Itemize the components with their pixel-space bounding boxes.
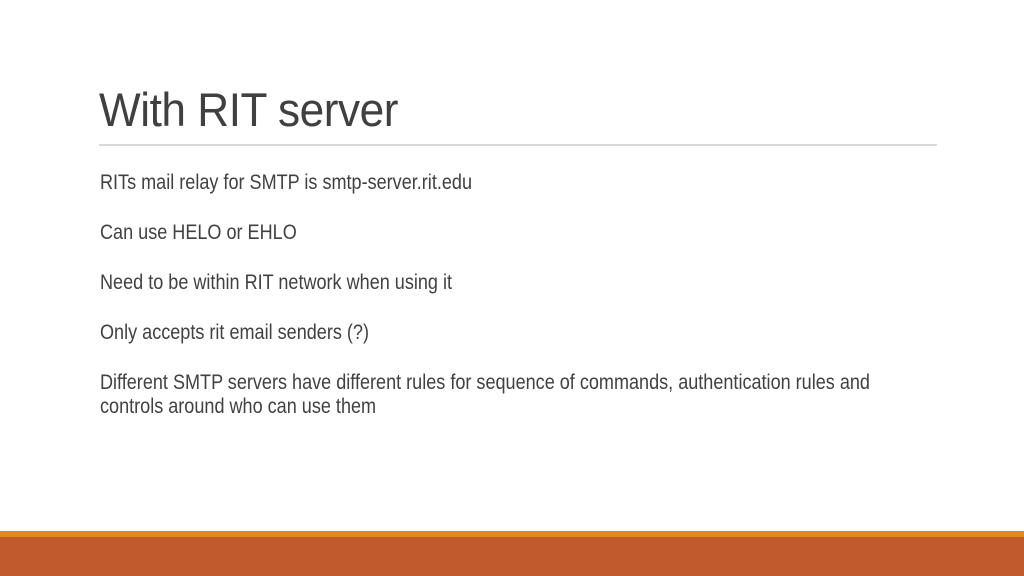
body-line-mail-relay: RITs mail relay for SMTP is smtp-server.… [100,170,472,194]
footer-band [0,537,1024,576]
slide-title: With RIT server [99,83,398,136]
footer-accent-line [0,531,1024,537]
body-line-helo-ehlo: Can use HELO or EHLO [100,220,297,244]
title-divider [99,144,937,146]
body-line-smtp-rules-2: controls around who can use them [100,394,377,418]
body-line-rit-senders: Only accepts rit email senders (?) [100,320,369,344]
body-line-rit-network: Need to be within RIT network when using… [100,270,453,294]
body-line-smtp-rules-1: Different SMTP servers have different ru… [100,370,870,394]
